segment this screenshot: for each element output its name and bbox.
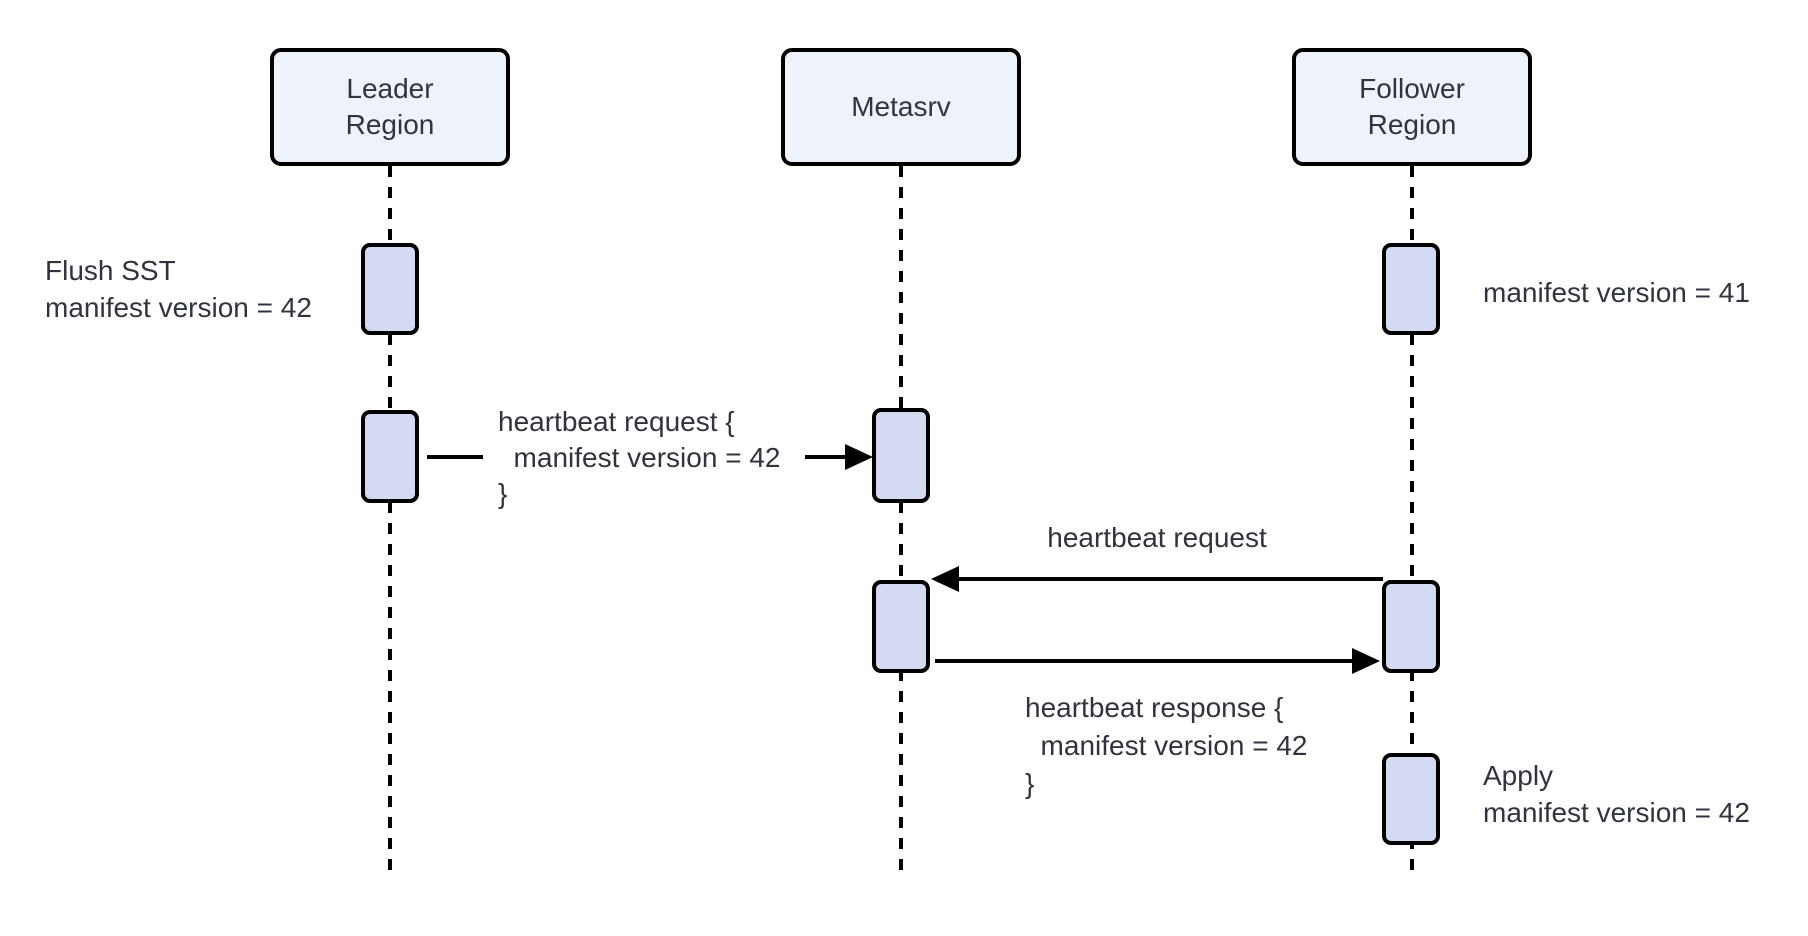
- activation-metasrv-receive-leader: [872, 408, 930, 503]
- msg3-label: heartbeat response { manifest version = …: [1025, 692, 1308, 799]
- note-manifest-41: manifest version = 41: [1483, 277, 1750, 308]
- lifeline-leader-region: [388, 166, 392, 878]
- msg1-label: heartbeat request { manifest version = 4…: [498, 406, 781, 509]
- activation-metasrv-receive-follower: [872, 580, 930, 673]
- activation-follower-heartbeat: [1382, 580, 1440, 673]
- activation-follower-manifest41: [1382, 243, 1440, 335]
- msg2-arrowhead-icon: [931, 566, 959, 592]
- lifeline-metasrv: [899, 166, 903, 878]
- activation-leader-heartbeat: [361, 410, 419, 503]
- actor-follower-region: Follower Region: [1292, 48, 1532, 166]
- actor-metasrv: Metasrv: [781, 48, 1021, 166]
- msg3-line: [935, 659, 1355, 663]
- msg2-line: [955, 577, 1383, 581]
- msg3-arrowhead-icon: [1352, 648, 1380, 674]
- msg2-label: heartbeat request: [1047, 522, 1267, 553]
- activation-follower-apply: [1382, 753, 1440, 845]
- actor-leader-region: Leader Region: [270, 48, 510, 166]
- actor-follower-region-label: Follower Region: [1359, 73, 1465, 140]
- actor-leader-region-label: Leader Region: [345, 73, 435, 140]
- note-flush-sst: Flush SST manifest version = 42: [45, 255, 312, 323]
- msg1-line-end: [805, 455, 849, 459]
- activation-leader-flush: [361, 243, 419, 335]
- msg1-arrowhead-icon: [845, 444, 873, 470]
- note-apply-manifest-42: Apply manifest version = 42: [1483, 760, 1750, 828]
- msg1-line-start: [427, 455, 483, 459]
- lifeline-follower-region: [1410, 166, 1414, 878]
- actor-metasrv-label: Metasrv: [851, 91, 951, 122]
